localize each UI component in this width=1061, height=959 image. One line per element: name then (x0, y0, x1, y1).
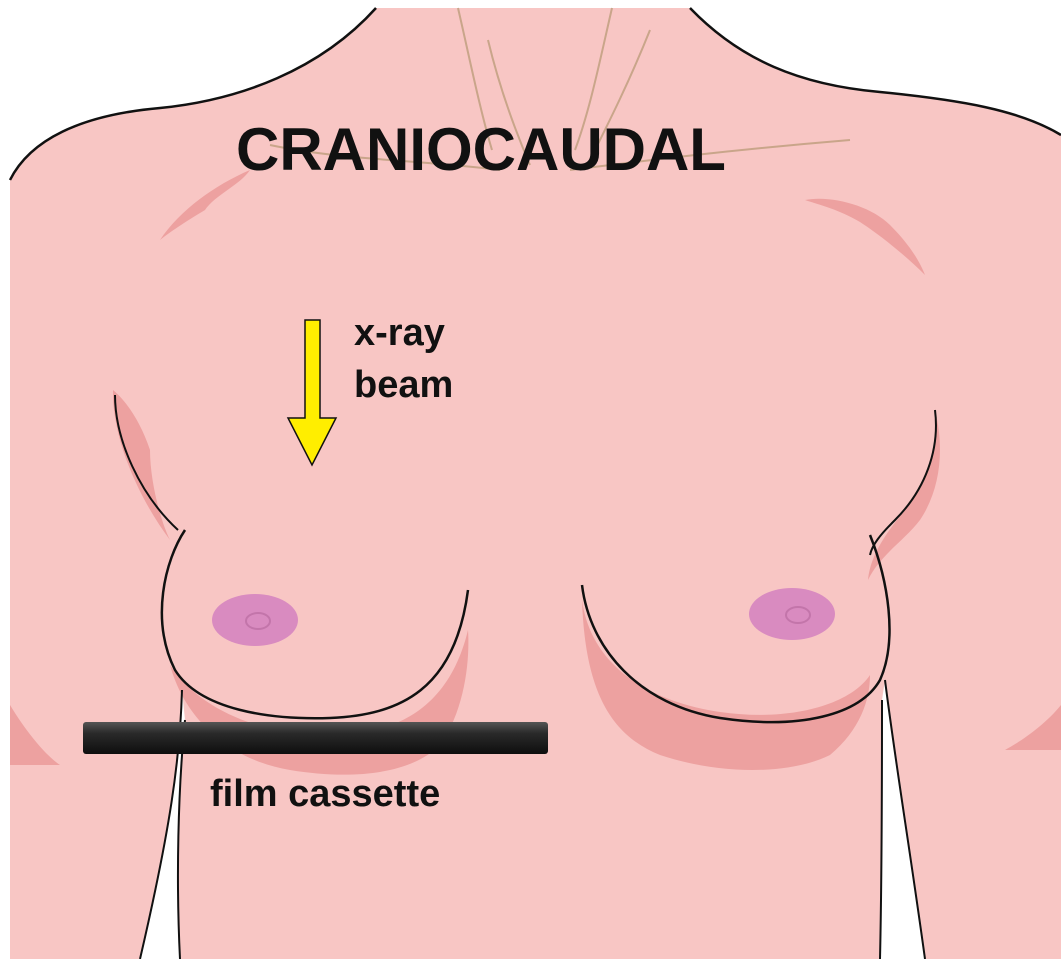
film-cassette (83, 722, 548, 754)
beam-label-line1: x-ray (354, 312, 445, 354)
left-areola (212, 594, 298, 646)
diagram-title: CRANIOCAUDAL (236, 116, 726, 183)
film-cassette-label: film cassette (210, 773, 440, 815)
right-areola (749, 588, 835, 640)
beam-label-line2: beam (354, 364, 453, 406)
